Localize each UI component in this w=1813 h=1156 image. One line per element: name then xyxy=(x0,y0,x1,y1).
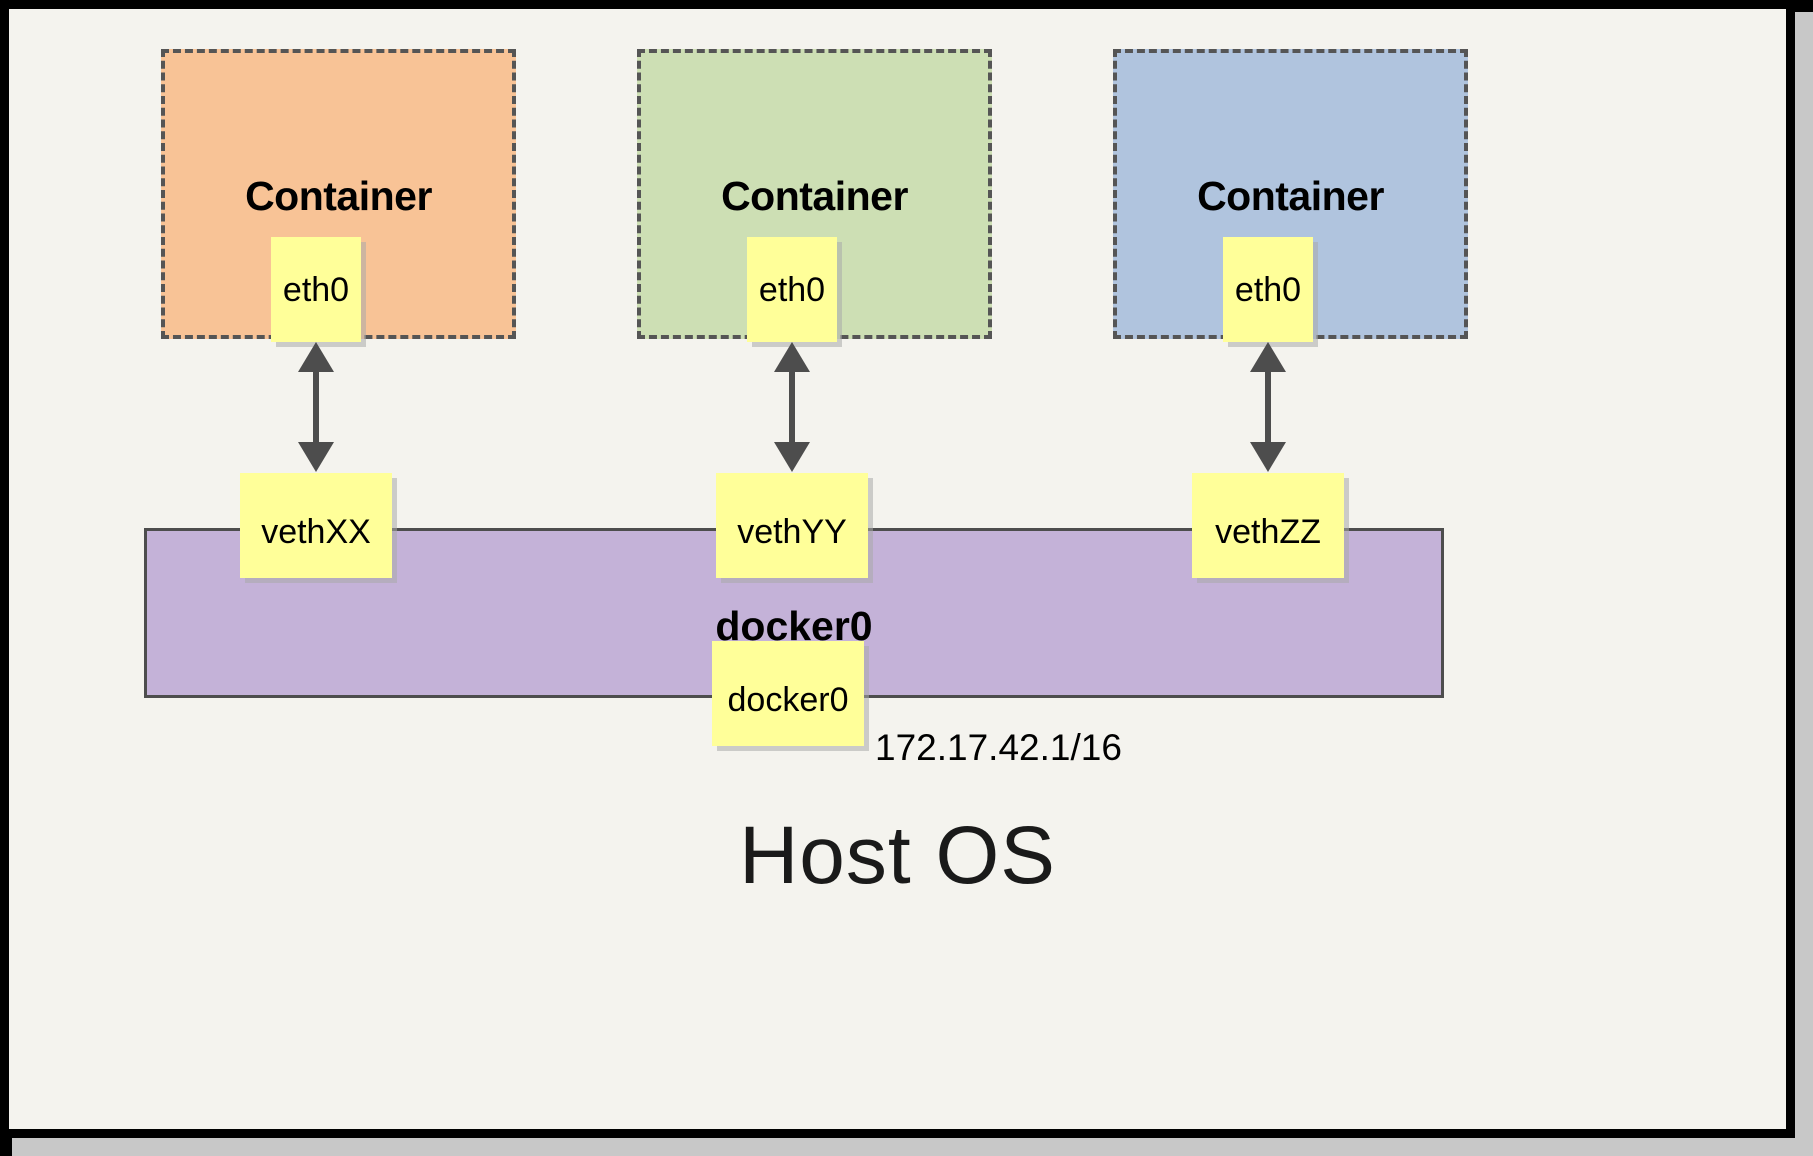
veth-label-1: vethXX xyxy=(261,513,371,551)
container-title-1: Container xyxy=(245,173,432,219)
container-eth0-label-2: eth0 xyxy=(758,271,826,309)
container-eth0-box-2: eth0 xyxy=(747,237,837,342)
container-eth0-label-1: eth0 xyxy=(282,271,350,309)
docker0-interface-label: docker0 xyxy=(727,681,849,719)
diagram-stage: Container eth0 Container eth0 Container … xyxy=(9,9,1786,1129)
docker0-ip-label: 172.17.42.1/16 xyxy=(875,727,1122,768)
link-shaft-2 xyxy=(789,365,795,450)
docker0-interface-box: docker0 xyxy=(712,641,864,746)
veth-label-2: vethYY xyxy=(737,513,847,551)
veth-box-3: vethZZ xyxy=(1192,473,1344,578)
container-eth0-box-1: eth0 xyxy=(271,237,361,342)
container-box-2: Container xyxy=(637,49,992,339)
container-eth0-label-3: eth0 xyxy=(1234,271,1302,309)
container-title-2: Container xyxy=(721,173,908,219)
link-shaft-3 xyxy=(1265,365,1271,450)
link-arrow-down-1 xyxy=(298,442,334,472)
veth-box-1: vethXX xyxy=(240,473,392,578)
link-shaft-1 xyxy=(313,365,319,450)
veth-box-2: vethYY xyxy=(716,473,868,578)
link-arrow-down-2 xyxy=(774,442,810,472)
container-eth0-box-3: eth0 xyxy=(1223,237,1313,342)
host-os-label: Host OS xyxy=(739,810,1056,901)
container-title-3: Container xyxy=(1197,173,1384,219)
veth-label-3: vethZZ xyxy=(1215,513,1321,551)
link-arrow-down-3 xyxy=(1250,442,1286,472)
